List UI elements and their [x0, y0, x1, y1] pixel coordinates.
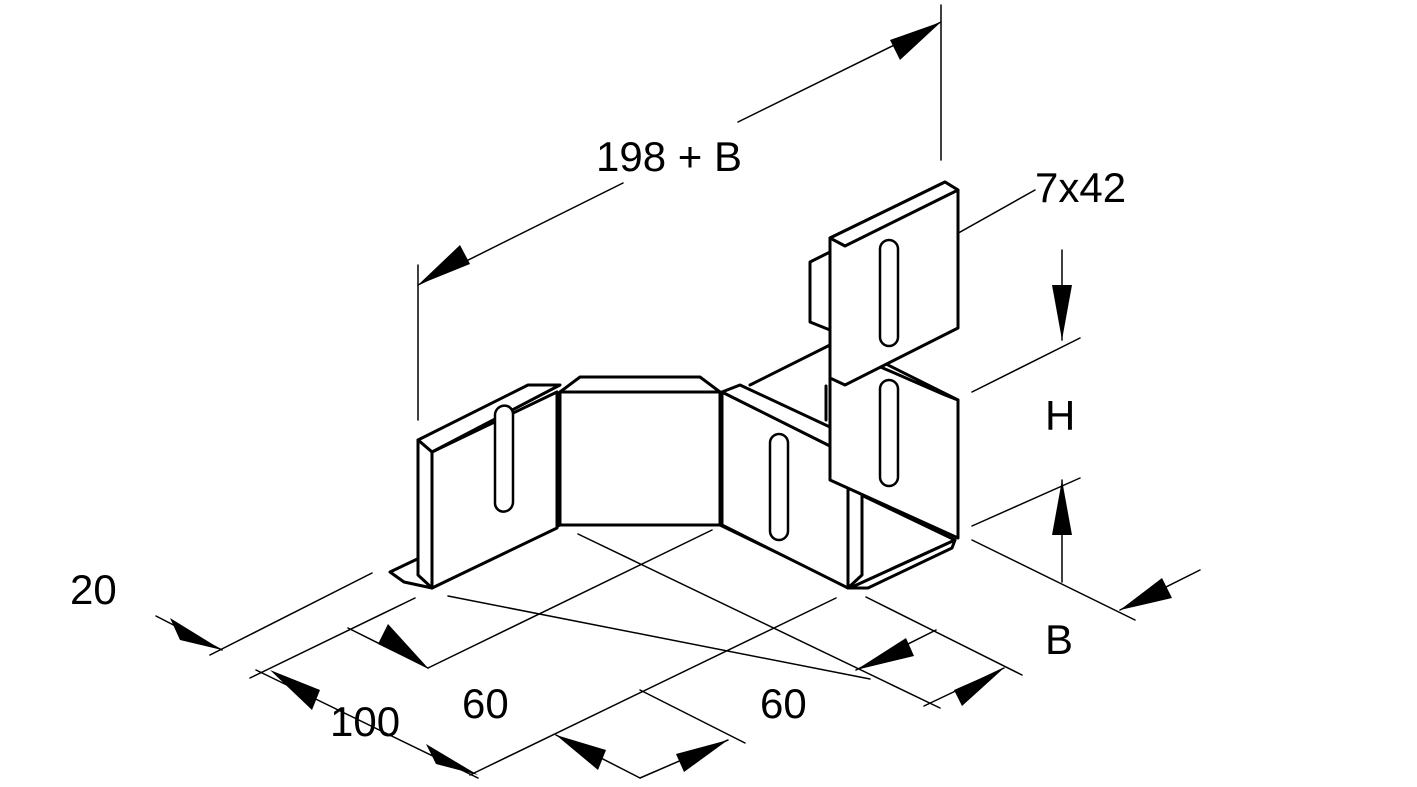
slot-left — [493, 404, 515, 513]
flange-label: 20 — [70, 566, 117, 613]
tray-part — [388, 180, 960, 590]
segment-left-label: 60 — [462, 680, 509, 727]
overall-length-label: 198 + B — [596, 133, 742, 180]
slot-upper — [878, 238, 900, 348]
width-label: B — [1045, 616, 1073, 663]
dimension-arrows — [170, 22, 1172, 775]
slot-right — [768, 432, 790, 542]
slot-size-label: 7x42 — [1035, 164, 1126, 211]
dimension-labels: 198 + B 7x42 H B 20 100 60 60 — [70, 133, 1126, 745]
height-label: H — [1045, 392, 1075, 439]
depth-label: 100 — [330, 698, 400, 745]
centre-wall — [558, 390, 722, 527]
segment-right-label: 60 — [760, 680, 807, 727]
slot-back — [878, 378, 900, 488]
